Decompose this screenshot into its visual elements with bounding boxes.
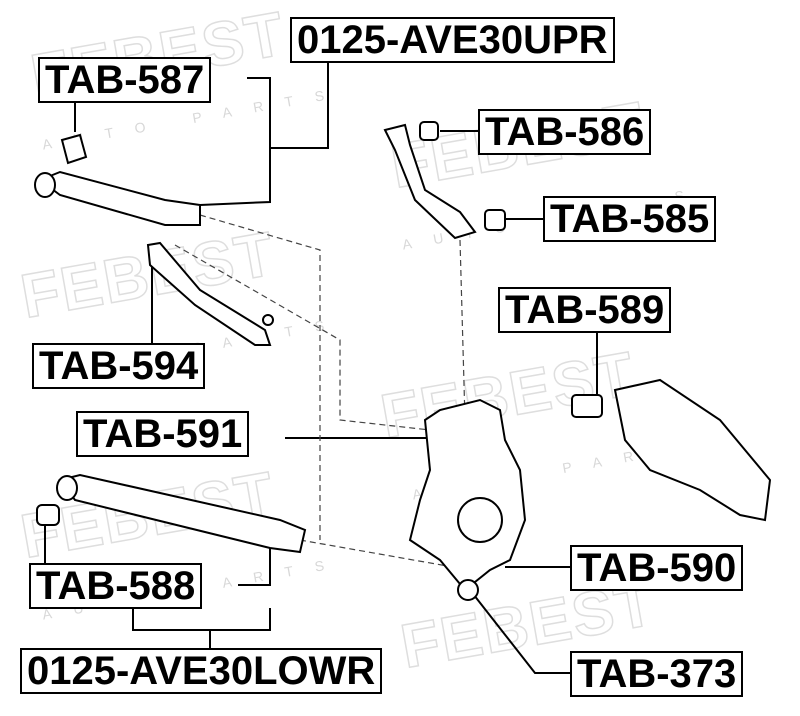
knuckle	[408, 398, 527, 592]
label-tab-373: TAB-373	[570, 651, 744, 697]
bushing-tab587	[60, 133, 88, 165]
label-0125-ave30upr: 0125-AVE30UPR	[290, 17, 615, 63]
toe-link-tab594	[146, 241, 272, 346]
upper-control-arm	[37, 170, 201, 226]
label-tab-587: TAB-587	[38, 57, 212, 103]
leader-line	[199, 77, 271, 206]
camber-arm	[383, 123, 477, 240]
label-tab-590: TAB-590	[570, 545, 744, 591]
label-0125-ave30lowr: 0125-AVE30LOWR	[20, 648, 383, 694]
bushing-tab586	[419, 121, 439, 141]
leader-line	[270, 63, 329, 149]
bushing-tab585	[484, 209, 506, 231]
bushing-tab589	[571, 394, 603, 418]
label-tab-589: TAB-589	[498, 287, 672, 333]
label-tab-585: TAB-585	[543, 196, 717, 242]
trailing-arm	[613, 378, 772, 522]
leader-line	[238, 545, 271, 586]
bushing-tab588	[36, 504, 60, 526]
lower-control-arm	[58, 473, 307, 554]
leader-line	[132, 608, 271, 631]
label-tab-588: TAB-588	[29, 563, 203, 609]
leader-line	[469, 589, 570, 674]
label-tab-591: TAB-591	[76, 411, 250, 457]
bushing-tab373	[457, 579, 479, 601]
label-tab-594: TAB-594	[32, 343, 206, 389]
label-tab-586: TAB-586	[478, 109, 652, 155]
